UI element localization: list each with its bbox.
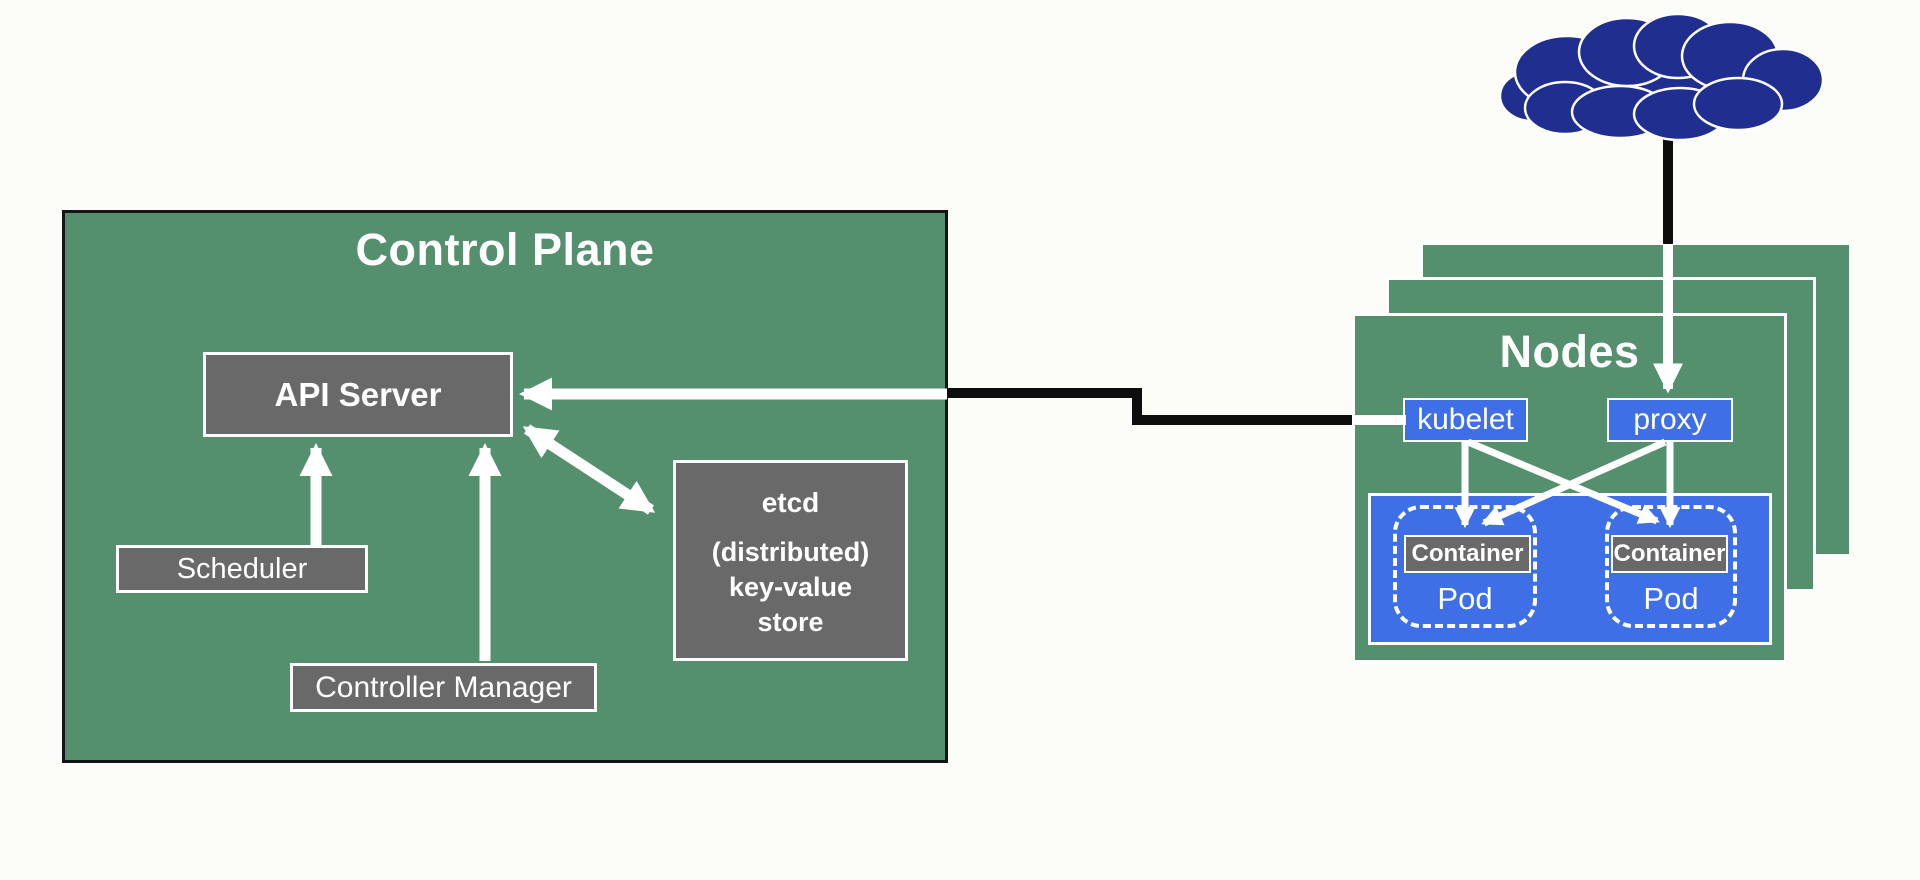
etcd-subtitle-line: (distributed)	[711, 537, 870, 567]
kubelet-box: kubelet	[1403, 398, 1528, 442]
pod-1-label: Pod	[1437, 581, 1493, 616]
control-plane-title: Control Plane	[355, 224, 655, 275]
etcd-subtitle-line: store	[757, 607, 824, 637]
pod-1-container-box: Container	[1404, 535, 1531, 573]
pod-2-container-label: Container	[1613, 540, 1726, 567]
etcd-title: etcd	[761, 487, 820, 518]
nodes-to-control-plane-black-connector	[947, 388, 1352, 425]
scheduler-label: Scheduler	[176, 552, 308, 585]
etcd-box: etcd (distributed) key-value store	[673, 460, 908, 661]
proxy-label: proxy	[1633, 403, 1707, 436]
etcd-subtitle-line: key-value	[728, 572, 853, 602]
pod-2-container-box: Container	[1611, 535, 1728, 573]
api-server-label: API Server	[274, 375, 442, 413]
nodes-title: Nodes	[1499, 326, 1640, 377]
kubelet-label: kubelet	[1417, 403, 1514, 436]
controller-manager-label: Controller Manager	[315, 670, 572, 704]
cloud-icon	[1498, 12, 1825, 142]
scheduler-box: Scheduler	[116, 545, 368, 593]
api-server-box: API Server	[203, 352, 513, 437]
pod-2-label: Pod	[1643, 581, 1699, 616]
pod-1-container-label: Container	[1411, 540, 1524, 567]
controller-manager-box: Controller Manager	[290, 663, 597, 712]
proxy-box: proxy	[1607, 398, 1733, 442]
